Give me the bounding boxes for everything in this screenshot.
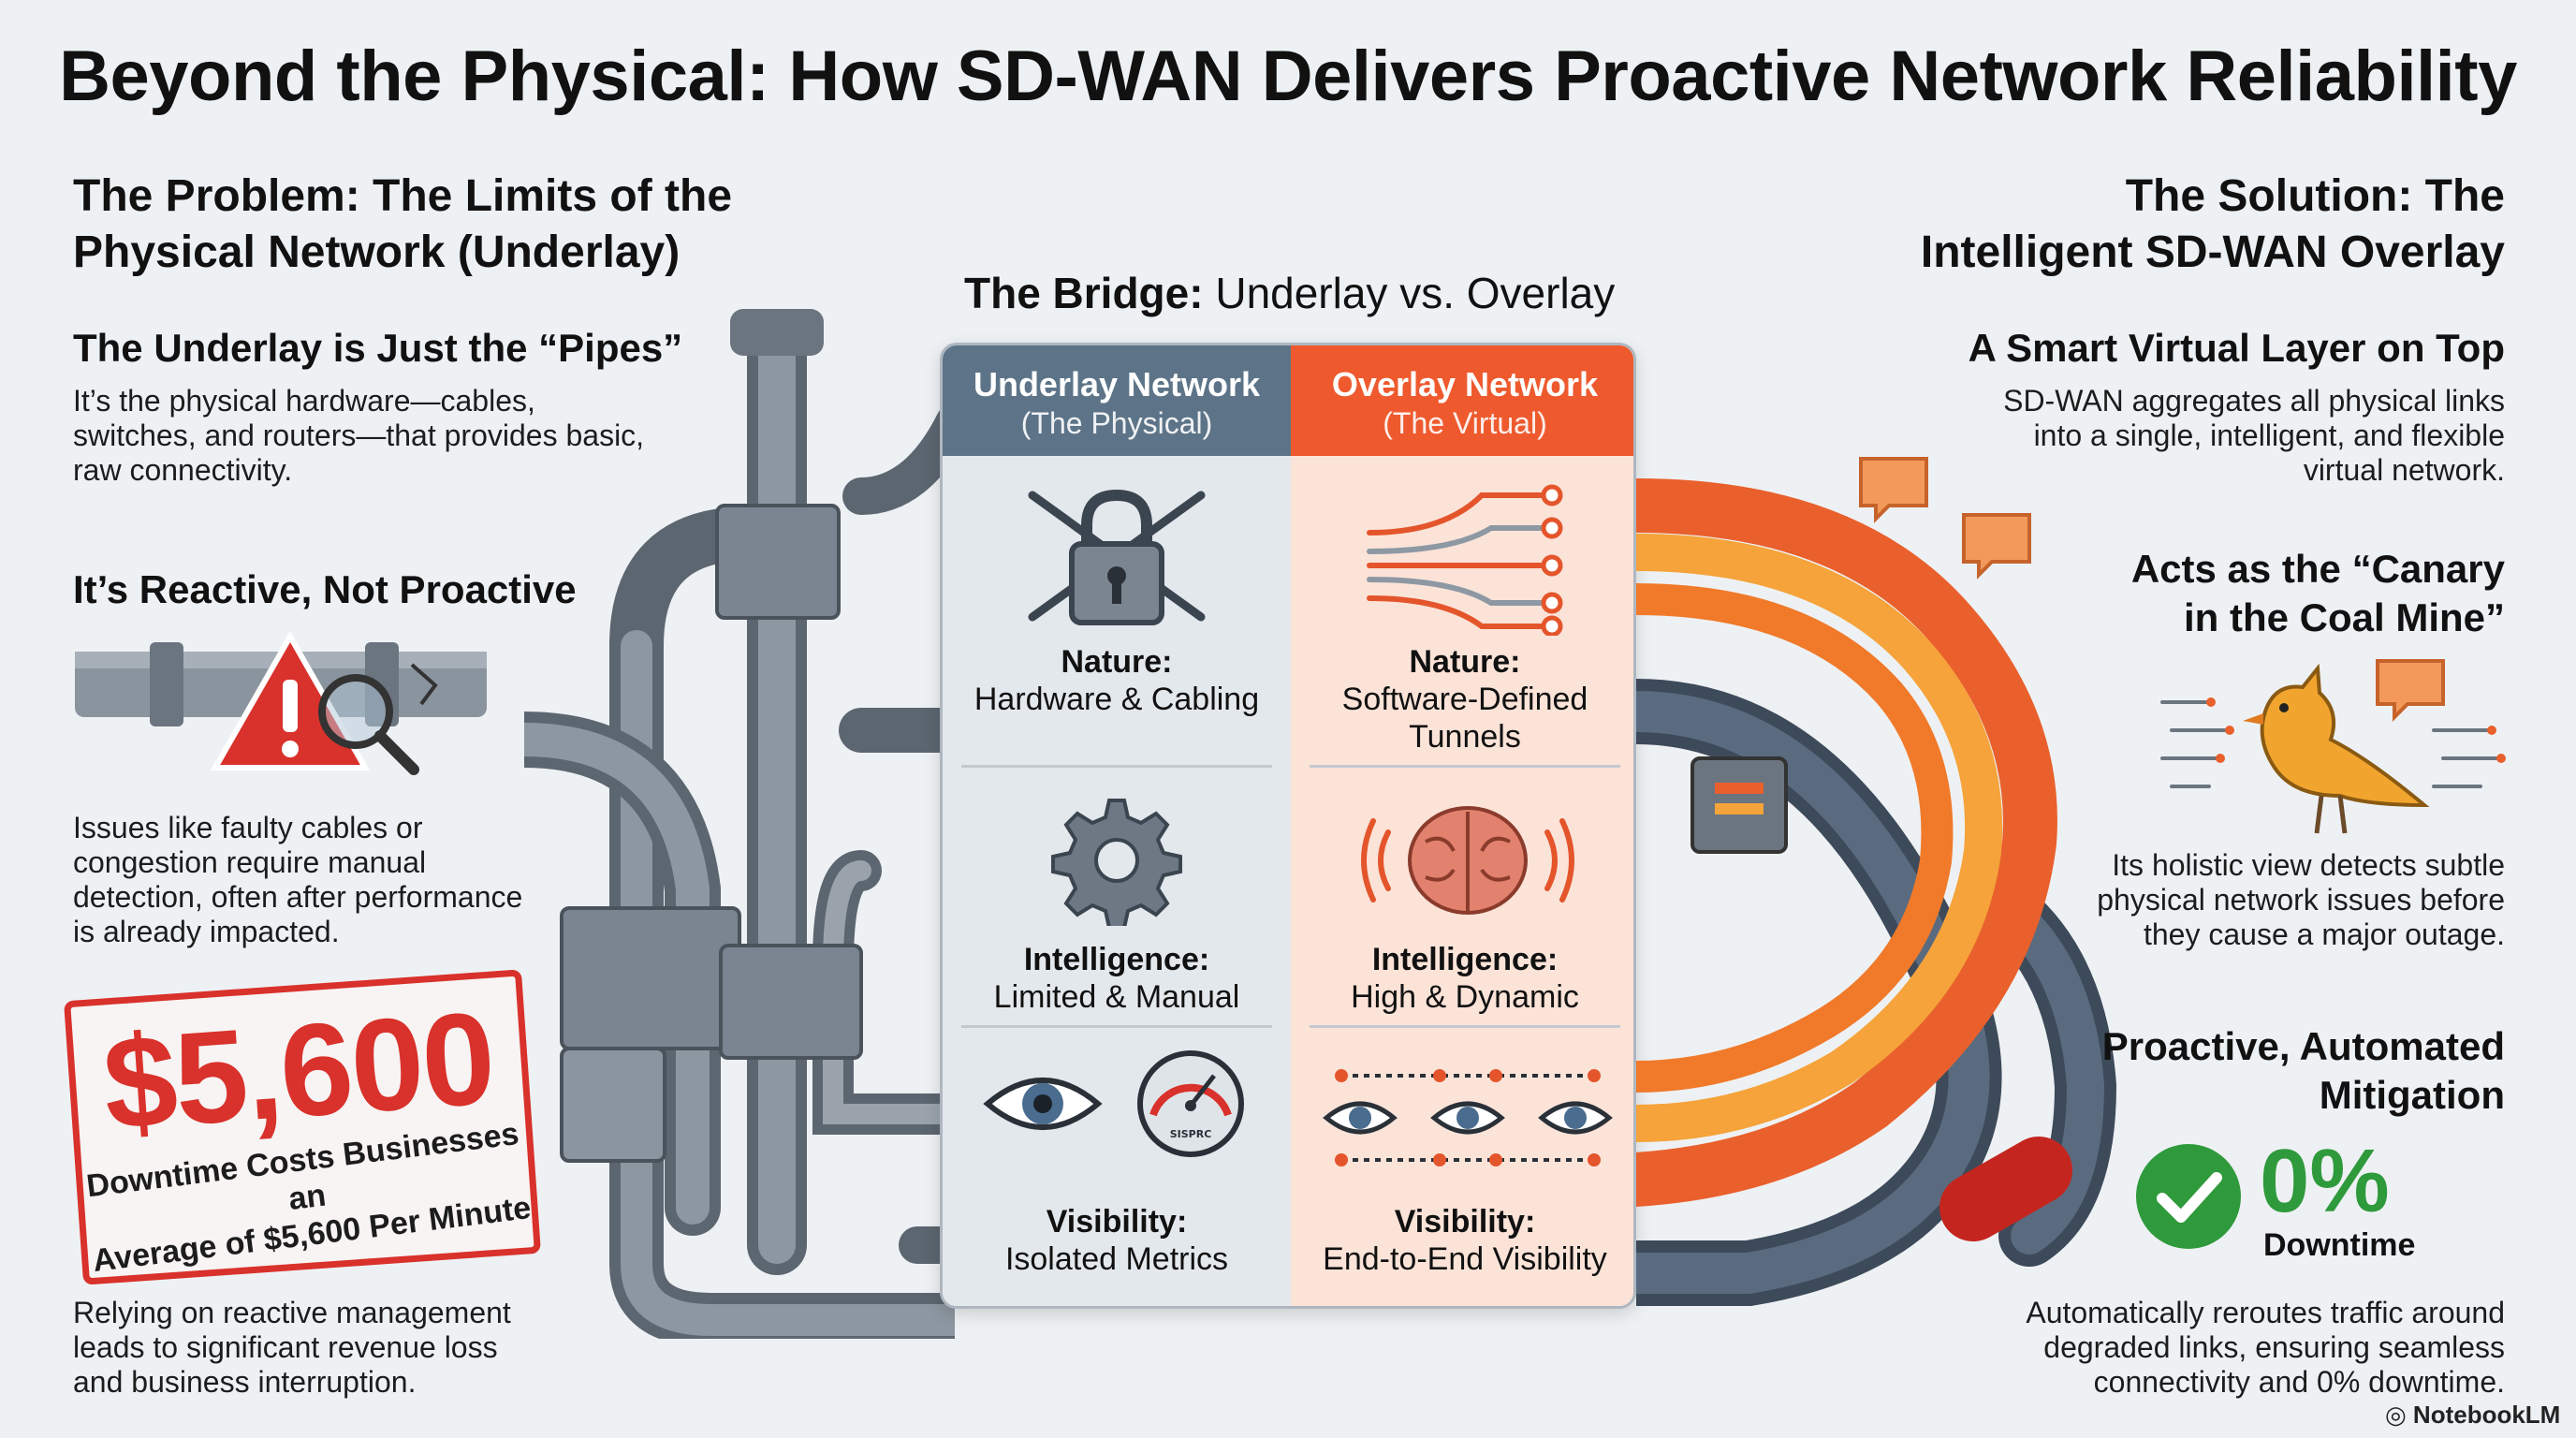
overlay-intelligence-label: Intelligence: xyxy=(1371,942,1559,977)
canary-bird-icon xyxy=(2160,659,2506,834)
reactive-body-line: detection, often after performance xyxy=(73,880,523,914)
canary-body-line: Its holistic view detects subtle xyxy=(2112,848,2505,882)
underlay-visibility-label: Visibility: xyxy=(1046,1204,1188,1240)
branching-tunnels-icon xyxy=(1367,484,1563,636)
overlay-title: Overlay Network xyxy=(1331,365,1599,404)
canary-body: Its holistic view detects subtle physica… xyxy=(1797,848,2505,952)
overlay-visibility-value: End-to-End Visibility xyxy=(1323,1241,1607,1277)
canary-body-line: they cause a major outage. xyxy=(2143,917,2505,951)
overlay-visibility-label: Visibility: xyxy=(1394,1204,1536,1240)
problem-heading-line2: Physical Network (Underlay) xyxy=(73,227,681,277)
overlay-header: Overlay Network (The Virtual) xyxy=(1291,345,1633,456)
bridge-title-rest: Underlay vs. Overlay xyxy=(1203,269,1616,317)
checkmark-icon xyxy=(2136,1144,2241,1249)
mitigation-body: Automatically reroutes traffic around de… xyxy=(1797,1296,2505,1400)
pipes-body: It’s the physical hardware—cables, switc… xyxy=(73,384,747,488)
overlay-subtitle: (The Virtual) xyxy=(1383,406,1547,440)
zero-downtime-value: 0% xyxy=(2260,1131,2390,1231)
pipes-body-line: raw connectivity. xyxy=(73,453,293,487)
magnifier-icon xyxy=(318,674,419,775)
problem-footer-body: Relying on reactive management leads to … xyxy=(73,1296,747,1400)
underlay-title: Underlay Network xyxy=(973,365,1261,404)
overlay-nature-label: Nature: xyxy=(1409,644,1521,680)
reactive-body-line: Issues like faulty cables or xyxy=(73,811,423,844)
brand-label: NotebookLM xyxy=(2412,1401,2561,1429)
underlay-subtitle: (The Physical) xyxy=(1020,406,1213,440)
problem-heading: The Problem: The Limits of the Physical … xyxy=(73,169,803,281)
canary-body-line: physical network issues before xyxy=(2097,883,2505,917)
canary-heading-line2: in the Coal Mine” xyxy=(2183,595,2505,639)
brain-icon xyxy=(1361,806,1574,915)
pipes-heading: The Underlay is Just the “Pipes” xyxy=(73,326,683,370)
mitigation-heading-line1: Proactive, Automated xyxy=(2101,1024,2505,1068)
mitigation-body-line: Automatically reroutes traffic around xyxy=(2026,1296,2505,1329)
underlay-pipes-illustration xyxy=(524,309,955,1339)
bridge-title: The Bridge: Underlay vs. Overlay xyxy=(964,268,1619,318)
smart-layer-body: SD-WAN aggregates all physical links int… xyxy=(1797,384,2505,488)
canary-heading: Acts as the “Canary in the Coal Mine” xyxy=(1797,545,2505,642)
mitigation-heading: Proactive, Automated Mitigation xyxy=(1797,1022,2505,1120)
underlay-intelligence-label: Intelligence: xyxy=(1023,942,1210,977)
gauge-icon: SISPRC xyxy=(1137,1050,1244,1157)
gauge-label: SISPRC xyxy=(1170,1128,1212,1140)
reactive-body-line: is already impacted. xyxy=(73,915,340,948)
overlay-nature-value-line1: Software-Defined xyxy=(1341,682,1588,717)
row-divider xyxy=(961,1025,1272,1028)
overlay-intelligence-value: High & Dynamic xyxy=(1351,979,1579,1015)
row-divider xyxy=(961,765,1272,768)
row-divider xyxy=(1310,765,1620,768)
row-divider xyxy=(1310,1025,1620,1028)
zero-downtime-label: Downtime xyxy=(2263,1227,2416,1263)
eye-icon xyxy=(983,1078,1103,1130)
notebooklm-watermark: ◎ NotebookLM xyxy=(2385,1401,2572,1430)
solution-heading-line1: The Solution: The xyxy=(2125,171,2505,221)
footer-body-line: leads to significant revenue loss xyxy=(73,1330,498,1364)
overlay-tunnels-illustration xyxy=(1636,457,2117,1306)
canary-heading-line1: Acts as the “Canary xyxy=(2130,547,2505,591)
problem-heading-line1: The Problem: The Limits of the xyxy=(73,171,733,221)
overlay-nature-value-line2: Tunnels xyxy=(1409,719,1521,755)
smart-body-line: SD-WAN aggregates all physical links xyxy=(2003,384,2505,418)
smart-body-line: virtual network. xyxy=(2303,453,2505,487)
mitigation-body-line: degraded links, ensuring seamless xyxy=(2043,1330,2505,1364)
reactive-heading: It’s Reactive, Not Proactive xyxy=(73,567,577,611)
footer-body-line: and business interruption. xyxy=(73,1365,417,1399)
comparison-table: Underlay Network (The Physical) Overlay … xyxy=(940,343,1636,1309)
reactive-body: Issues like faulty cables or congestion … xyxy=(73,811,747,949)
footer-body-line: Relying on reactive management xyxy=(73,1296,511,1329)
alert-bubble-icon xyxy=(1859,457,2031,580)
underlay-nature-value: Hardware & Cabling xyxy=(973,682,1260,717)
reactive-body-line: congestion require manual xyxy=(73,845,427,879)
pipes-body-line: switches, and routers—that provides basi… xyxy=(73,418,645,452)
solution-heading: The Solution: The Intelligent SD-WAN Ove… xyxy=(1797,169,2505,281)
solution-heading-line2: Intelligent SD-WAN Overlay xyxy=(1920,227,2505,277)
downtime-cost-stamp: $5,600 Downtime Costs Businesses an Aver… xyxy=(63,969,542,1285)
underlay-intelligence-value: Limited & Manual xyxy=(993,979,1240,1015)
smart-layer-heading: A Smart Virtual Layer on Top xyxy=(1968,326,2505,370)
notebooklm-logo-icon: ◎ xyxy=(2385,1401,2407,1429)
bridge-title-bold: The Bridge: xyxy=(964,269,1204,317)
padlock-chain-icon xyxy=(1028,489,1206,625)
underlay-nature-label: Nature: xyxy=(1061,644,1173,680)
page-title: Beyond the Physical: How SD-WAN Delivers… xyxy=(59,37,2517,116)
connected-eyes-icon xyxy=(1323,1069,1613,1167)
mitigation-body-line: connectivity and 0% downtime. xyxy=(2093,1365,2505,1399)
mitigation-heading-line2: Mitigation xyxy=(2319,1073,2505,1117)
gear-icon xyxy=(1051,799,1182,926)
underlay-visibility-value: Isolated Metrics xyxy=(1004,1241,1229,1277)
underlay-header: Underlay Network (The Physical) xyxy=(943,345,1291,456)
broken-pipe-illustration xyxy=(75,630,487,775)
pipes-body-line: It’s the physical hardware—cables, xyxy=(73,384,535,418)
smart-body-line: into a single, intelligent, and flexible xyxy=(2033,418,2505,452)
